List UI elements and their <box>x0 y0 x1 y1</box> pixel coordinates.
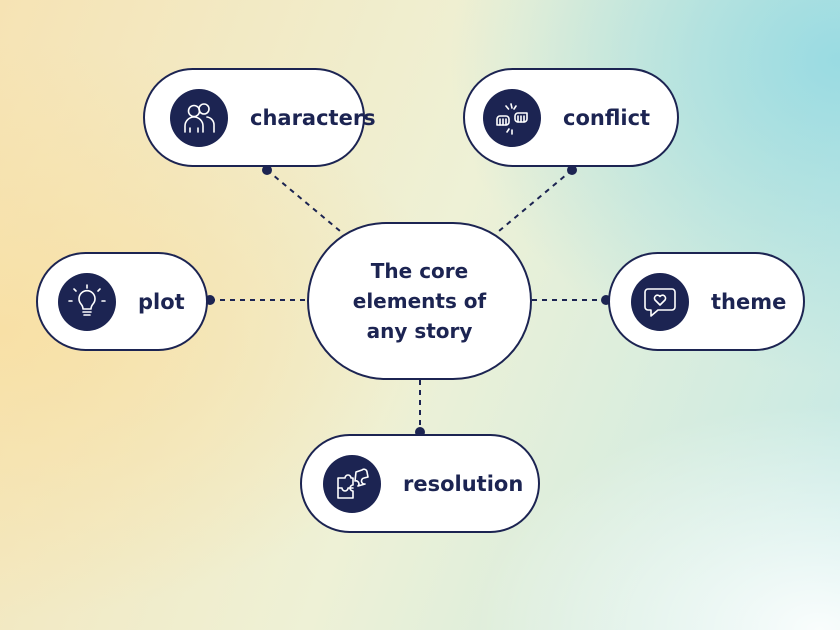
node-conflict: conflict <box>463 68 679 167</box>
center-node: The core elements of any story <box>307 222 532 380</box>
people-icon <box>170 88 228 147</box>
node-label: theme <box>711 289 787 314</box>
center-node-label: The core elements of any story <box>352 259 487 343</box>
node-characters: characters <box>143 68 376 167</box>
node-plot: plot <box>36 252 208 351</box>
connector-characters <box>266 169 341 232</box>
node-label: characters <box>250 105 376 130</box>
lightbulb-icon <box>58 272 116 331</box>
connector-conflict <box>498 169 573 232</box>
connector-dot-characters <box>262 165 272 175</box>
node-theme: theme <box>608 252 805 351</box>
puzzle-icon <box>323 454 381 513</box>
node-label: conflict <box>563 105 651 130</box>
connector-dot-conflict <box>567 165 577 175</box>
fists-icon <box>483 88 541 147</box>
node-resolution: resolution <box>300 434 540 533</box>
node-label: plot <box>138 289 185 314</box>
node-label: resolution <box>403 471 524 496</box>
heart-bubble-icon <box>631 272 689 331</box>
